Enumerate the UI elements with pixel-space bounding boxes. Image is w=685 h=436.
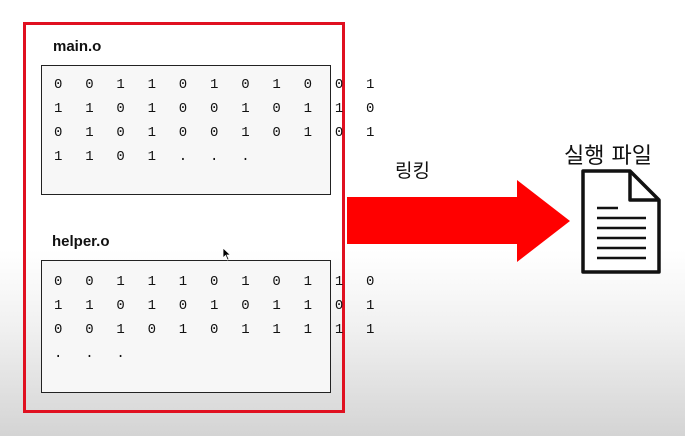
object-files-frame [23,22,345,413]
executable-label: 실행 파일 [564,144,652,169]
helper-o-bit-row: . . . [54,346,133,362]
main-o-bit-row: 0 0 1 1 0 1 0 1 0 0 1 [54,77,382,93]
helper-o-bit-row: 0 0 1 0 1 0 1 1 1 1 1 [54,322,382,338]
helper-o-bit-row: 1 1 0 1 0 1 0 1 1 0 1 [54,298,382,314]
helper-o-label: helper.o [52,233,110,250]
helper-o-bit-row: 0 0 1 1 1 0 1 0 1 1 0 [54,274,382,290]
linking-arrow [347,180,570,262]
main-o-bit-row: 0 1 0 1 0 0 1 0 1 0 1 [54,125,382,141]
helper-o-bits-box: 0 0 1 1 1 0 1 0 1 1 0 1 1 0 1 0 1 0 1 1 … [41,260,374,393]
document-icon [581,169,661,274]
main-o-bit-row: 1 1 0 1 . . . [54,149,257,165]
linking-label: 링킹 [395,160,430,182]
main-o-label: main.o [53,38,102,55]
main-o-bits-box: 0 0 1 1 0 1 0 1 0 0 1 1 1 0 1 0 0 1 0 1 … [41,65,374,195]
mouse-cursor-icon [222,247,232,261]
main-o-bit-row: 1 1 0 1 0 0 1 0 1 1 0 [54,101,382,117]
